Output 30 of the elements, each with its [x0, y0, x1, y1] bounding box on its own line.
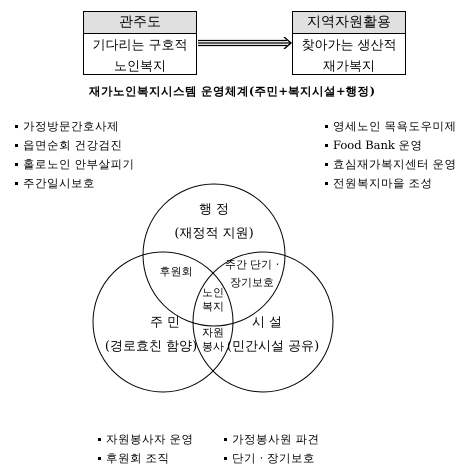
box-text: 찾아가는 생산적 재가복지	[300, 37, 398, 76]
bullet-item: 단기 · 장기보호	[224, 450, 315, 466]
circle-title: 시 설	[252, 314, 282, 331]
bullet-item: 전원복지마을 조성	[325, 175, 433, 191]
circle-subtitle: (민간시설 공유)	[226, 338, 320, 355]
overlap-label: 주간 단기 ·장기보호	[224, 257, 280, 291]
text-box	[292, 11, 406, 75]
bullet-item: 후원회 조직	[98, 450, 170, 466]
double-arrow	[197, 36, 292, 50]
bullet-item: 가정방문간호사제	[15, 118, 119, 134]
bullet-item: 읍면순회 건강검진	[15, 137, 123, 153]
circle-subtitle: (경로효친 함양)	[104, 338, 198, 355]
box-heading: 관주도	[84, 12, 196, 34]
bullet-item: 가정봉사원 파견	[224, 431, 320, 447]
circle-title: 주 민	[150, 314, 180, 331]
circle-subtitle: (재정적 지원)	[174, 225, 254, 242]
overlap-label: 자원 봉사	[201, 326, 225, 354]
box-text: 기다리는 구호적 노인복지	[91, 37, 189, 76]
overlap-label: 노인 복지	[201, 286, 225, 314]
bullet-item: 홀로노인 안부살피기	[15, 156, 135, 172]
box-heading: 지역자원활용	[293, 12, 405, 34]
bullet-item: 자원봉사자 운영	[98, 431, 194, 447]
overlap-label: 후원회	[158, 264, 194, 280]
bullet-item: 효심재가복지센터 운영	[325, 156, 457, 172]
bullet-item: 영세노인 목욕도우미제	[325, 118, 457, 134]
bullet-item: Food Bank 운영	[325, 137, 423, 153]
bullet-item: 주간일시보호	[15, 175, 95, 191]
circle-title: 행 정	[198, 201, 230, 218]
text-box	[83, 11, 197, 75]
diagram-title: 재가노인복지시스템 운영체계(주민+복지시설+행정)	[88, 84, 376, 99]
